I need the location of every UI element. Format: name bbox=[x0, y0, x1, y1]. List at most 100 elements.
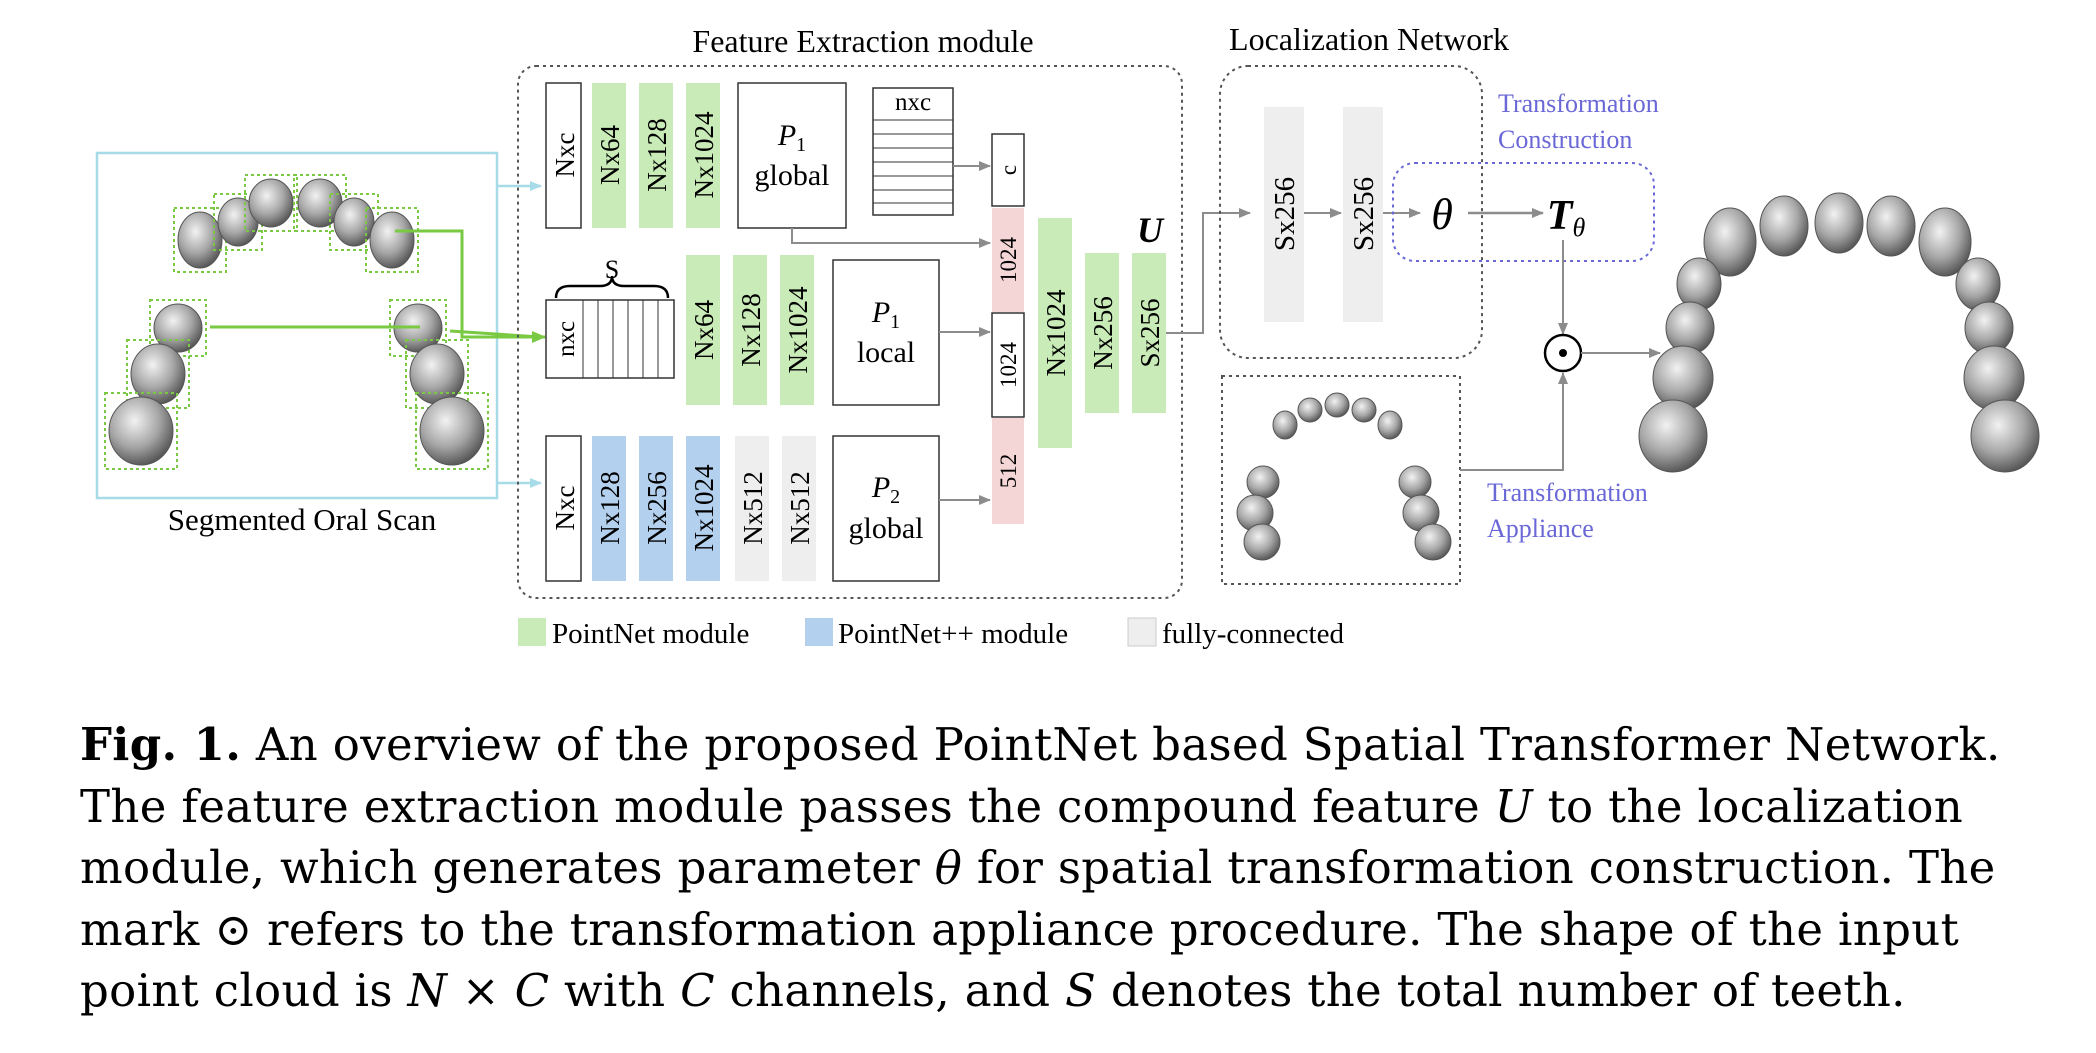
branch1-layer-1-label: Nx64 bbox=[595, 125, 625, 185]
t-theta-symbol: Tθ bbox=[1547, 193, 1586, 242]
branch1-pool-box bbox=[737, 82, 847, 229]
fusion-layer-3-label: Sx256 bbox=[1135, 298, 1165, 367]
u-label: U bbox=[1137, 210, 1165, 250]
legend-pointnetpp-label: PointNet++ module bbox=[838, 618, 1068, 650]
output-tooth bbox=[1963, 345, 2025, 411]
caption-var-s: S bbox=[1065, 964, 1097, 1017]
branch2-input-box bbox=[545, 299, 675, 379]
caption-text-2: to the localization module, which genera… bbox=[80, 779, 1964, 895]
appliance-tooth bbox=[1377, 410, 1403, 440]
legend-pointnet-swatch bbox=[518, 618, 546, 646]
legend-pointnet-label: PointNet module bbox=[552, 618, 749, 650]
output-tooth bbox=[1665, 301, 1715, 355]
caption-times: × bbox=[447, 964, 515, 1017]
odot-center-dot bbox=[1559, 349, 1567, 357]
branch2-layer-2 bbox=[733, 255, 767, 405]
loc-layer-1-label: Sx256 bbox=[1269, 177, 1301, 251]
segmented-tooth bbox=[177, 211, 223, 269]
input-scan-frame bbox=[95, 151, 499, 500]
branch2-input-label: nxc bbox=[553, 321, 580, 357]
branch3-pp-layer-3-label: Nx1024 bbox=[689, 464, 719, 551]
branch3-fc-layer-1 bbox=[735, 436, 769, 581]
branch1-layer-1 bbox=[592, 83, 626, 228]
branch3-fc-layer-2 bbox=[782, 436, 816, 581]
localization-frame bbox=[1219, 65, 1483, 359]
branch1-layer-3-label: Nx1024 bbox=[689, 111, 719, 198]
segmented-tooth bbox=[248, 178, 294, 228]
branch2-layer-1-label: Nx64 bbox=[689, 300, 719, 360]
output-tooth bbox=[1759, 195, 1809, 257]
legend-fc-swatch bbox=[1127, 617, 1157, 647]
branch2-layer-3-label: Nx1024 bbox=[783, 286, 813, 373]
segmented-tooth bbox=[369, 211, 415, 269]
figure-caption: Fig. 1. An overview of the proposed Poin… bbox=[80, 714, 2020, 1022]
tooth-bounding-box bbox=[405, 339, 469, 409]
s-brace bbox=[554, 275, 670, 299]
output-tooth bbox=[1866, 195, 1916, 257]
output-tooth bbox=[1652, 345, 1714, 411]
concat-1024-b-label: 1024 bbox=[996, 342, 1021, 389]
branch2-pool-box bbox=[832, 259, 940, 406]
loc-layer-1 bbox=[1264, 107, 1304, 322]
tooth-bounding-box bbox=[415, 392, 489, 470]
output-tooth bbox=[1676, 257, 1722, 311]
branch2-pool-symbol: P1 bbox=[871, 296, 900, 333]
output-tooth bbox=[1814, 192, 1864, 254]
branch2-input-dividers bbox=[582, 300, 659, 378]
concat-c-label: c bbox=[996, 165, 1021, 175]
caption-var-theta: θ bbox=[934, 841, 963, 894]
branch3-input-box bbox=[545, 435, 582, 582]
loc-layer-2 bbox=[1343, 107, 1383, 322]
branch3-pp-layer-2 bbox=[639, 436, 673, 581]
input-label: Segmented Oral Scan bbox=[168, 502, 437, 537]
caption-text-6: denotes the total number of teeth. bbox=[1096, 964, 1906, 1017]
legend-pointnetpp-swatch bbox=[805, 618, 833, 646]
green-connector-upper bbox=[395, 229, 546, 343]
branch1-layer-3 bbox=[686, 83, 720, 228]
output-tooth bbox=[1638, 399, 1708, 473]
branch3-input-label: Nxc bbox=[550, 485, 580, 530]
u-to-localization-arrow bbox=[1166, 208, 1251, 334]
fusion-layer-2 bbox=[1085, 253, 1119, 413]
branch1-input-label: Nxc bbox=[550, 132, 580, 177]
appliance-tooth bbox=[1398, 465, 1432, 499]
tooth-bounding-box bbox=[126, 339, 190, 409]
appliance-tooth bbox=[1351, 397, 1377, 423]
fusion-layer-1-label: Nx1024 bbox=[1041, 289, 1071, 376]
concat-1024-a bbox=[992, 208, 1024, 312]
branch1-to-concat-arrow bbox=[791, 228, 991, 248]
concat-1024-a-label: 1024 bbox=[996, 237, 1021, 284]
segmented-tooth bbox=[419, 396, 485, 466]
branch3-pp-layer-1 bbox=[592, 436, 626, 581]
loc-layer-2-label: Sx256 bbox=[1348, 177, 1380, 251]
concat-512 bbox=[992, 418, 1024, 524]
output-tooth bbox=[1703, 207, 1757, 277]
appliance-scan-frame bbox=[1221, 375, 1461, 585]
caption-var-c2: C bbox=[680, 964, 715, 1017]
concat-512-label: 512 bbox=[996, 454, 1021, 489]
appliance-tooth bbox=[1324, 392, 1350, 418]
matrix-rows bbox=[873, 119, 953, 204]
branch2-layer-2-label: Nx128 bbox=[736, 293, 766, 367]
concat-1024-b bbox=[991, 312, 1025, 418]
appliance-tooth bbox=[1414, 523, 1452, 561]
caption-fig-label: Fig. 1. bbox=[80, 718, 242, 771]
green-connector-right bbox=[449, 329, 541, 339]
feature-module-title: Feature Extraction module bbox=[692, 23, 1033, 59]
appliance-tooth bbox=[1243, 523, 1281, 561]
caption-text-3: for spatial transformation construction.… bbox=[80, 841, 1996, 1017]
branch1-layer-2-label: Nx128 bbox=[642, 118, 672, 192]
branch3-pp-layer-1-label: Nx128 bbox=[595, 471, 625, 545]
branch3-pp-layer-2-label: Nx256 bbox=[642, 471, 672, 545]
branch2-pool-word: local bbox=[857, 336, 915, 369]
branch3-pool-box bbox=[832, 435, 940, 582]
matrix-box bbox=[872, 87, 954, 216]
tooth-bounding-box bbox=[104, 392, 178, 470]
output-tooth bbox=[1970, 399, 2040, 473]
caption-text-5: channels, and bbox=[714, 964, 1066, 1017]
appliance-tooth bbox=[1246, 465, 1280, 499]
branch3-fc-layer-1-label: Nx512 bbox=[738, 471, 768, 545]
caption-var-u: U bbox=[1494, 779, 1533, 833]
segmented-tooth bbox=[108, 396, 174, 466]
